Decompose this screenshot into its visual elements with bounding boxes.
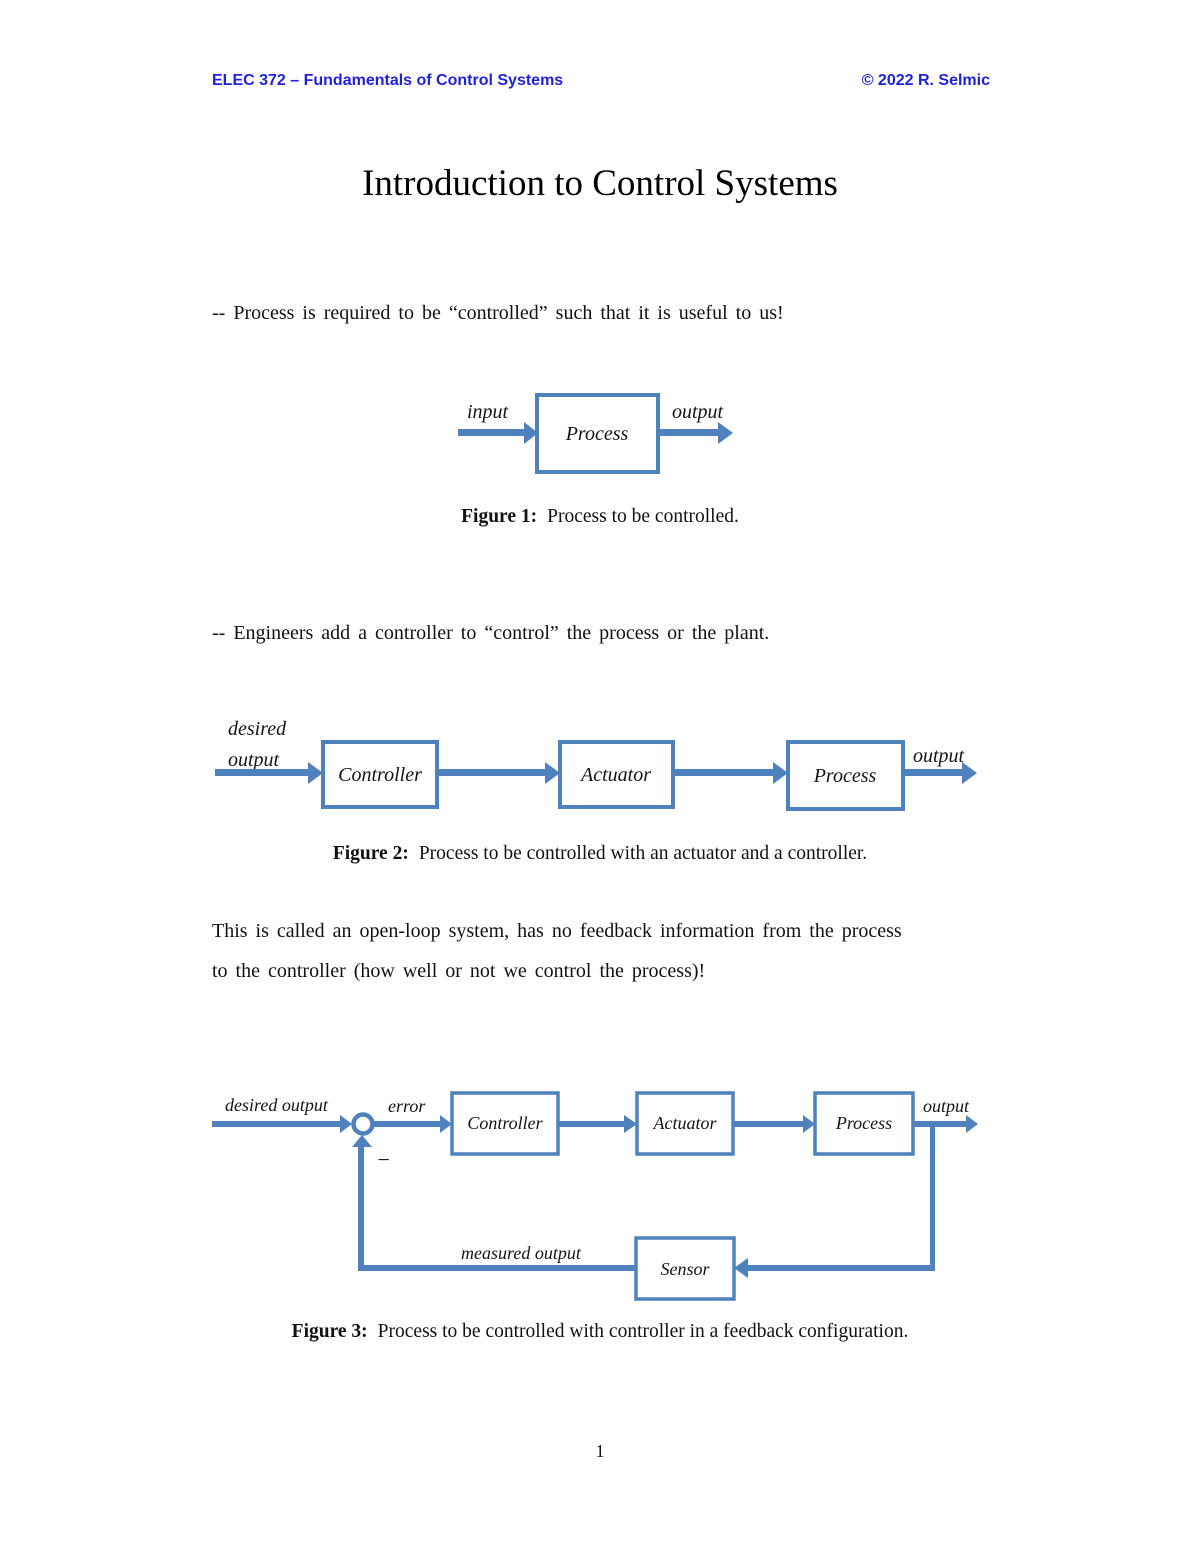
figure-1-diagram: input Process output [458,393,733,474]
page-number: 1 [595,1441,605,1461]
figure-2-caption-label: Figure 2: [332,843,409,864]
figure-2-caption-text: Process to be controlled with an actuato… [418,843,868,864]
paragraph-1: -- Process is required to be “controlled… [212,302,784,324]
figure-1-caption-label: Figure 1: [461,506,538,527]
sensor-box [634,1236,736,1301]
process-box-label: Process [565,423,629,445]
figure-3-caption: Figure 3: Process to be controlled with c… [0,1321,1200,1343]
paragraph-2: -- Engineers add a controller to “contro… [212,622,770,644]
minus-sign: − [376,1147,391,1172]
feedback-up-arrowhead-icon [352,1135,372,1147]
desired-output-label-line2: output [228,749,280,771]
process-box-label: Process [835,1113,892,1133]
input-arrow-shaft [215,769,308,776]
input-arrowhead-icon [308,762,323,784]
controller-actuator-arrow-shaft [558,1121,624,1127]
error-label: error [388,1096,426,1116]
figure-1-caption: Figure 1: Process to be controlled. [0,506,1200,528]
input-label: input [467,401,509,423]
controller-box [321,740,439,809]
paragraph-3-line2: to the controller (how well or not we co… [212,960,706,982]
actuator-process-arrow-shaft [733,1121,803,1127]
output-arrowhead-icon [962,762,977,784]
feedback-left-line [361,1265,636,1271]
actuator-box [558,740,675,809]
input-arrowhead-icon [524,422,538,444]
page-title: Introduction to Control Systems [362,163,838,204]
error-arrow-shaft [374,1121,440,1127]
controller-box-label: Controller [338,764,422,786]
measured-output-label: measured output [461,1243,582,1263]
input-arrowhead-icon [340,1115,352,1133]
paragraph-3-line1: This is called an open-loop system, has … [212,920,902,942]
paragraph-3: This is called an open-loop system, has … [212,920,998,983]
page-header: ELEC 372 – Fundamentals of Control Syste… [212,72,990,90]
controller-actuator-arrowhead-icon [545,762,560,784]
output-label: output [913,745,965,767]
controller-box-label: Controller [467,1113,543,1133]
process-box-label: Process [813,765,877,787]
output-arrow-shaft [658,429,718,436]
actuator-process-arrowhead-icon [773,762,788,784]
figure-1-caption-text: Process to be controlled. [547,506,739,527]
output-label: output [672,401,724,423]
output-arrow-shaft [903,769,962,776]
output-label: output [923,1096,970,1116]
summing-junction [351,1112,375,1136]
actuator-box-label: Actuator [579,764,651,786]
course-header: ELEC 372 – Fundamentals of Control Syste… [212,72,564,89]
desired-output-label-line1: desired [228,718,287,740]
figure-2-caption: Figure 2: Process to be controlled with a… [0,843,1200,865]
input-arrow-shaft [458,429,526,436]
controller-actuator-arrowhead-icon [624,1115,637,1133]
input-arrow-shaft [212,1121,340,1127]
output-arrowhead-icon [966,1115,978,1133]
figure-3-caption-label: Figure 3: [291,1321,368,1342]
sensor-in-arrowhead-icon [734,1258,748,1278]
copyright-header: © 2022 R. Selmic [861,72,990,89]
desired-output-label: desired output [225,1095,329,1115]
output-arrow-shaft [913,1121,966,1127]
figure-3-diagram: desired output error Controller Actuator… [212,1091,978,1301]
figure-2-diagram: desired output Controller Actuator Proce… [215,718,977,811]
actuator-process-arrow-shaft [673,769,773,776]
output-arrowhead-icon [718,422,733,444]
actuator-box-label: Actuator [653,1113,718,1133]
output-branch-line [930,1121,935,1271]
error-arrowhead-icon [440,1115,452,1133]
feedback-right-line [748,1265,933,1271]
feedback-up-line [358,1145,364,1271]
sensor-box-label: Sensor [661,1259,711,1279]
controller-actuator-arrow-shaft [437,769,545,776]
actuator-process-arrowhead-icon [803,1115,815,1133]
figure-3-caption-text: Process to be controlled with controller… [377,1321,909,1342]
